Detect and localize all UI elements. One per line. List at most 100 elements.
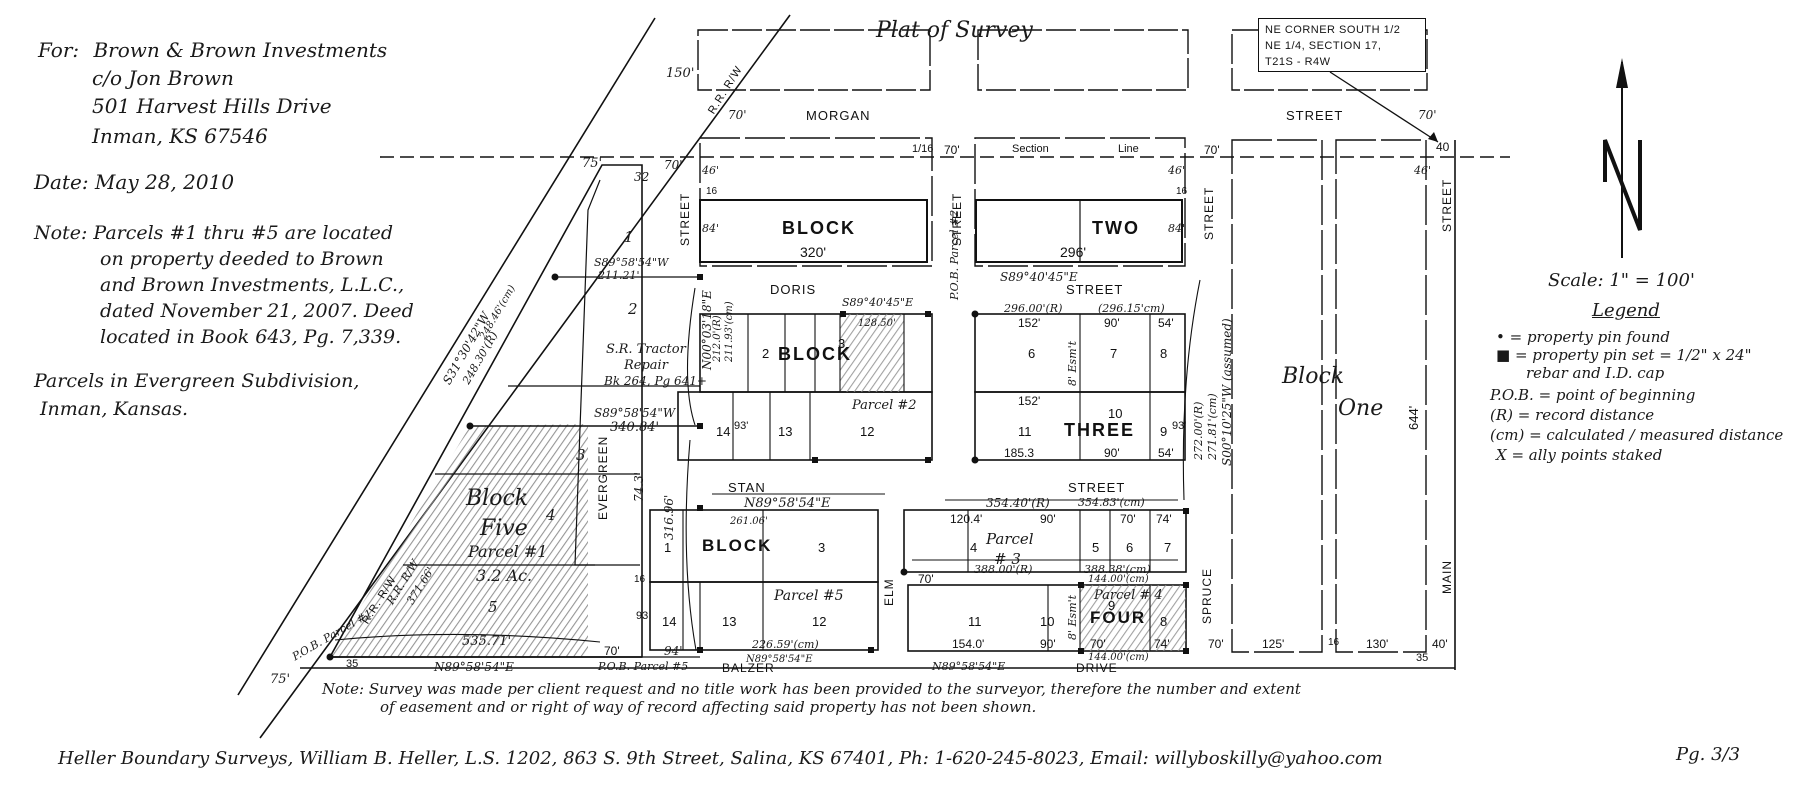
distance-185-3: 185.3 xyxy=(1004,446,1035,460)
lot-b4-13: 13 xyxy=(722,614,737,629)
lot-b4-9: 9 xyxy=(1108,598,1116,613)
lot-b5-2: 2 xyxy=(628,300,638,318)
lot-b5-5: 5 xyxy=(488,598,498,616)
block-five-label-a: Block xyxy=(466,486,529,511)
lot-b5-4: 4 xyxy=(546,506,556,524)
dim-125: 125' xyxy=(1262,637,1285,651)
plat-title: Plat of Survey xyxy=(876,18,1033,43)
distance-354-83-cm: 354.83'(cm) xyxy=(1078,496,1145,509)
lot-b3-7: 7 xyxy=(1110,346,1118,361)
parcel-2-label: Parcel #2 xyxy=(852,398,917,413)
deed-note-line-3: and Brown Investments, L.L.C., xyxy=(100,274,405,296)
rr-line-east xyxy=(259,14,791,739)
dim-35-a: 35 xyxy=(1416,652,1429,664)
dim-46-b: 46' xyxy=(1168,164,1186,177)
survey-date: Date: May 28, 2010 xyxy=(34,170,235,194)
dim-150: 150' xyxy=(666,66,695,81)
block-five-label-b: Five xyxy=(480,516,528,541)
subdivision-line-1: Parcels in Evergreen Subdivision, xyxy=(34,370,360,392)
block-five-shading xyxy=(330,424,588,657)
bearing-n89-58-54-e-a: N89°58'54"E xyxy=(744,496,831,511)
bearing-n89-58-54-e-c: N89°58'54"E xyxy=(746,654,813,665)
lot-b3-9: 9 xyxy=(1160,424,1168,439)
ne-corner-line-1: NE CORNER SOUTH 1/2 xyxy=(1265,24,1401,36)
parcel-1-label: Parcel #1 xyxy=(468,542,548,561)
bearing-s00-10-25-w: S00°10'25"W (assumed) xyxy=(1220,318,1234,466)
dim-16-d: 16 xyxy=(1328,637,1340,648)
bearing-s89-40-45-e-a: S89°40'45"E xyxy=(1000,270,1078,284)
dim-16-c: 16 xyxy=(634,574,646,585)
parcel-1-acreage: 3.2 Ac. xyxy=(476,566,533,585)
easement-8ft-a: 8' Esm't xyxy=(1066,340,1079,386)
dim-84-a: 84' xyxy=(702,222,720,235)
client-address-2: Inman, KS 67546 xyxy=(92,124,268,148)
lot-b3-3: 3 xyxy=(838,336,846,351)
distance-90-c: 90' xyxy=(1040,512,1056,526)
legend-pob: P.O.B. = point of beginning xyxy=(1490,386,1696,404)
bearing-n89-58-54-e-d: N89°58'54"E xyxy=(932,660,1006,673)
distance-388-00-r: 388.00'(R) xyxy=(974,563,1033,576)
dim-70-elm: 70' xyxy=(918,572,934,586)
dim-94: 94' xyxy=(664,644,683,658)
dim-16-b: 16 xyxy=(1176,186,1188,197)
rr-line-west xyxy=(237,17,656,696)
legend-title: Legend xyxy=(1592,300,1660,321)
block-two-label-a: BLOCK xyxy=(782,218,856,238)
distance-296-00-r: 296.00'(R) xyxy=(1004,302,1063,315)
dim-644: 644' xyxy=(1406,405,1421,430)
distance-90-b: 90' xyxy=(1104,446,1120,460)
distance-128-50: 128.50' xyxy=(858,318,896,329)
block-one-label-b: One xyxy=(1338,396,1384,421)
lot-b3-10: 10 xyxy=(1108,406,1123,421)
street-stan-suffix: STREET xyxy=(1068,480,1126,495)
distance-54-b: 54' xyxy=(1158,446,1174,460)
street-spruce-upper: STREET xyxy=(1202,186,1216,240)
lot-b3-6: 6 xyxy=(1028,346,1036,361)
distance-211-21: 211.21' xyxy=(598,269,640,282)
section-1-16: 1/16 xyxy=(912,143,934,155)
distance-296-15-cm: (296.15'cm) xyxy=(1098,302,1165,315)
street-elm: ELM xyxy=(882,578,896,606)
distance-340-84: 340.84' xyxy=(610,420,660,435)
pob-parcel-2: P.O.B. Parcel #2 xyxy=(948,209,961,300)
distance-90-a: 90' xyxy=(1104,316,1120,330)
legend-calculated: (cm) = calculated / measured distance xyxy=(1490,426,1784,444)
distance-535-71: 535.71' xyxy=(462,634,512,649)
legend-pin-set: ■ = property pin set = 1/2" x 24" xyxy=(1496,346,1752,364)
street-doris: DORIS xyxy=(770,282,817,297)
survey-note-line-1: Note: Survey was made per client request… xyxy=(322,680,1301,698)
section-label: Section xyxy=(1012,143,1049,155)
parcel-3-label-a: Parcel xyxy=(986,530,1034,548)
ne-corner-box: NE CORNER SOUTH 1/2 NE 1/4, SECTION 17, … xyxy=(1258,18,1426,72)
street-evergreen: EVERGREEN xyxy=(596,435,610,520)
dim-70-b: 70' xyxy=(664,158,683,172)
distance-354-40-r: 354.40'(R) xyxy=(986,496,1050,510)
block-two-label-b: TWO xyxy=(1092,218,1140,238)
dim-84-b: 84' xyxy=(1168,222,1186,235)
bearing-s89-58-54-w-a: S89°58'54"W xyxy=(594,256,669,269)
for-line: For: Brown & Brown Investments xyxy=(38,38,387,62)
client-co: c/o Jon Brown xyxy=(92,66,234,90)
scale-label: Scale: 1" = 100' xyxy=(1548,270,1695,291)
dim-320: 320' xyxy=(800,244,827,260)
for-label: For: xyxy=(38,38,80,62)
ne-corner-line-2: NE 1/4, SECTION 17, xyxy=(1265,40,1382,52)
legend-pin-found: • = property pin found xyxy=(1496,328,1671,346)
lot-b5-3: 3 xyxy=(576,446,586,464)
dim-35-b: 35 xyxy=(346,658,359,670)
street-stan: STAN xyxy=(728,480,766,495)
lot-b3-13: 13 xyxy=(778,424,793,439)
dim-32: 32 xyxy=(634,170,650,184)
dim-46-a: 46' xyxy=(702,164,720,177)
dim-93-b: 93' xyxy=(1172,420,1187,432)
subdivision-line-2: Inman, Kansas. xyxy=(40,398,189,420)
street-spruce: SPRUCE xyxy=(1200,567,1214,624)
block-one-label-a: Block xyxy=(1282,364,1345,389)
distance-120-4: 120.4' xyxy=(950,512,983,526)
street-main-suffix: STREET xyxy=(1440,178,1454,232)
dim-75-a: 75' xyxy=(582,156,603,171)
legend-rebar: rebar and I.D. cap xyxy=(1526,364,1665,382)
lot-b4-11: 11 xyxy=(968,614,982,629)
distance-90-d: 90' xyxy=(1040,637,1056,651)
